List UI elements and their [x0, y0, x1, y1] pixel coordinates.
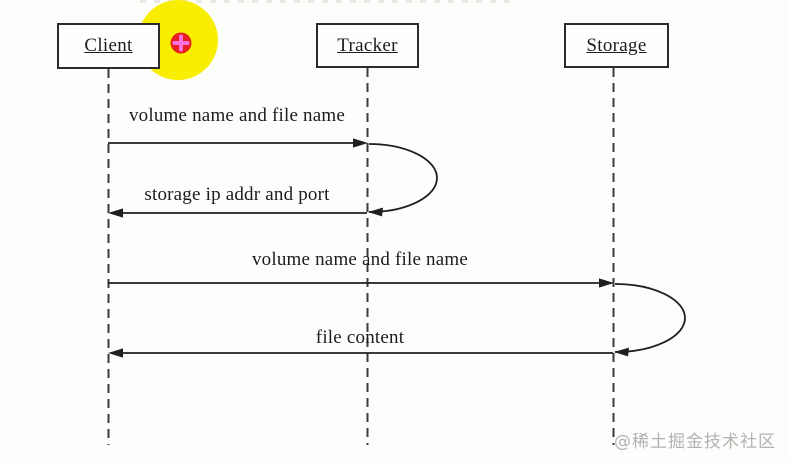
- arrowhead-left-icon: [614, 347, 629, 357]
- arrowhead-left-icon: [108, 348, 123, 358]
- arrowhead-left-icon: [368, 207, 383, 217]
- actor-label-client: Client: [84, 35, 133, 56]
- pointer-cross-icon: [172, 34, 190, 52]
- message-label-3: volume name and file name: [251, 249, 469, 270]
- message-arrow-reply-client: [108, 208, 367, 218]
- message-arrow-request-storage: [108, 278, 614, 288]
- arrowhead-left-icon: [108, 208, 123, 218]
- message-label-1: volume name and file name: [128, 105, 346, 126]
- message-label-2: storage ip addr and port: [144, 184, 330, 205]
- message-arrow-file-content: [108, 348, 613, 358]
- actor-box-tracker: Tracker: [316, 23, 419, 68]
- actor-box-storage: Storage: [564, 23, 669, 68]
- processing-loop-tracker: [368, 143, 438, 217]
- actor-label-tracker: Tracker: [337, 34, 398, 56]
- message-arrow-request-tracker: [108, 138, 368, 148]
- watermark: @稀土掘金技术社区: [614, 432, 776, 452]
- message-label-4: file content: [315, 327, 405, 348]
- arrowhead-right-icon: [599, 278, 614, 288]
- arrowhead-right-icon: [353, 138, 368, 148]
- cropped-text-artifact: [140, 0, 512, 3]
- actor-box-client: Client: [57, 23, 160, 69]
- actor-label-storage: Storage: [586, 34, 647, 56]
- cursor-pointer: [170, 32, 192, 54]
- processing-loop-storage: [614, 283, 686, 357]
